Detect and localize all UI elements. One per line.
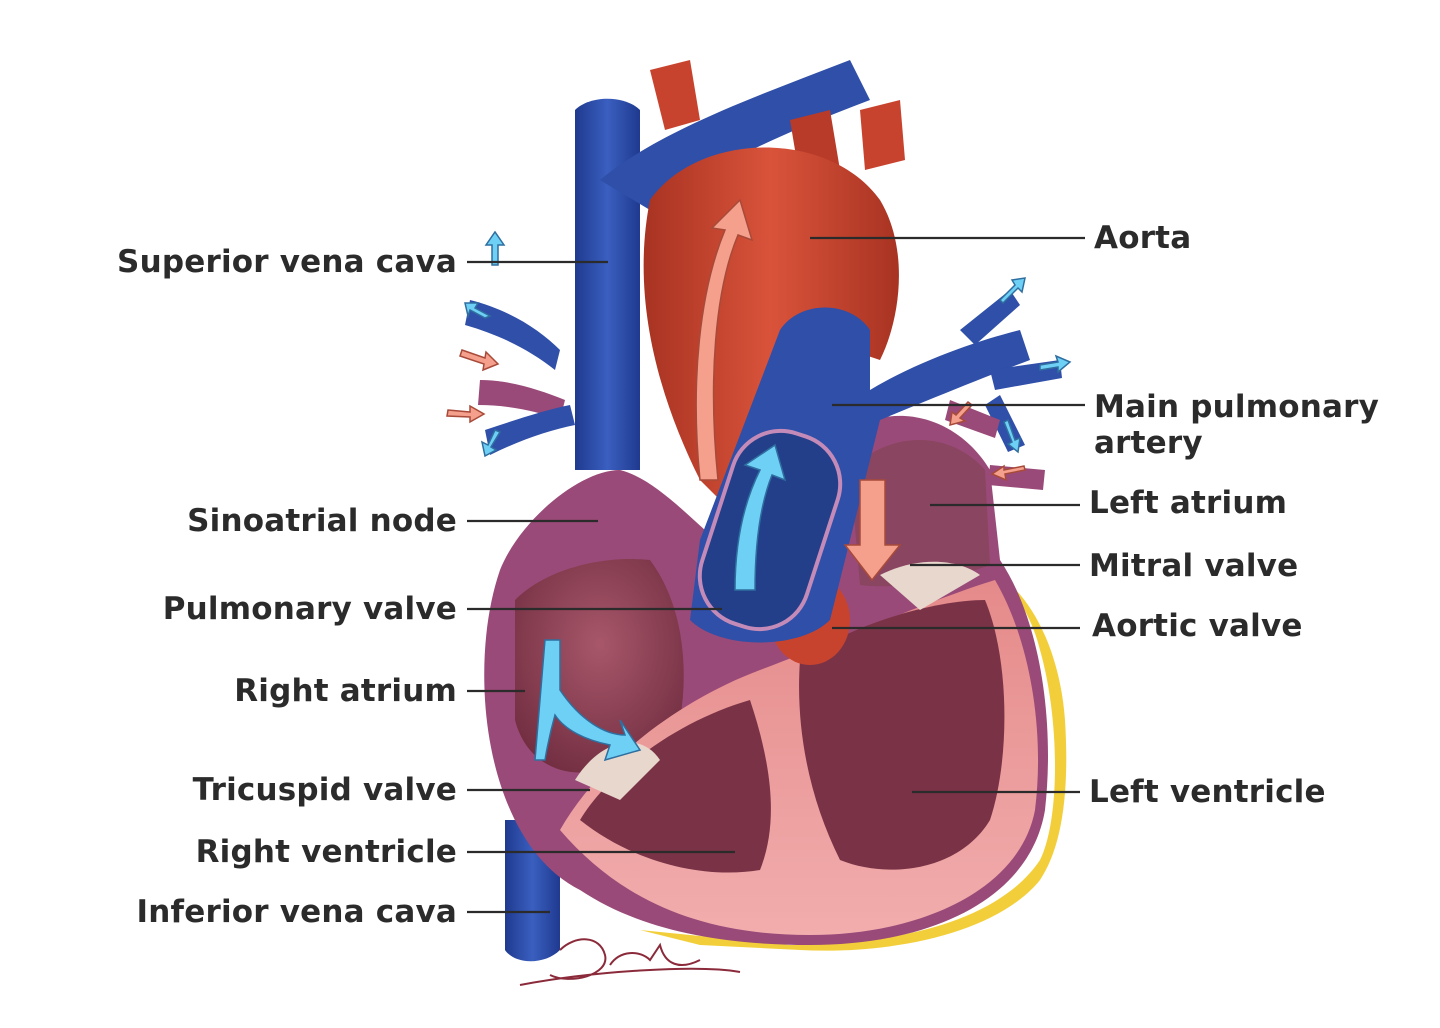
label-main-pulmonary-artery-line2: artery xyxy=(1094,425,1203,461)
left-atrium-flow-arrow xyxy=(843,479,902,582)
label-pulmonary-valve: Pulmonary valve xyxy=(162,591,457,627)
right-ventricle-cavity xyxy=(580,700,771,873)
aortic-branch-1 xyxy=(650,60,700,130)
label-aortic-valve: Aortic valve xyxy=(1092,608,1303,644)
label-left-ventricle: Left ventricle xyxy=(1089,774,1326,810)
label-left-atrium: Left atrium xyxy=(1089,485,1288,521)
right-atrium-flow-arrow xyxy=(534,639,642,762)
upper-right-flow-arrow xyxy=(998,277,1026,305)
leader-lines xyxy=(467,236,1085,914)
label-sinoatrial-node: Sinoatrial node xyxy=(187,503,457,539)
label-mitral-valve: Mitral valve xyxy=(1089,548,1299,584)
label-superior-vena-cava: Superior vena cava xyxy=(117,244,457,280)
brachiocephalic-vein xyxy=(600,60,870,210)
right-pulmonary-vessels xyxy=(465,300,575,455)
superior-vena-cava-shape xyxy=(575,98,640,470)
blue-flow-arrows xyxy=(464,230,1072,762)
label-right-ventricle: Right ventricle xyxy=(195,834,457,870)
pulmonary-flow-arrow xyxy=(734,443,787,591)
artist-signature xyxy=(519,938,741,986)
tricuspid-valve-shape xyxy=(575,742,660,800)
label-right-atrium: Right atrium xyxy=(234,673,457,709)
mitral-valve-shape xyxy=(880,561,980,610)
label-inferior-vena-cava: Inferior vena cava xyxy=(136,894,457,930)
label-aorta: Aorta xyxy=(1094,220,1192,256)
pink-flow-arrows xyxy=(446,198,1026,582)
label-main-pulmonary-artery-line1: Main pulmonary xyxy=(1094,389,1380,425)
label-tricuspid-valve: Tricuspid valve xyxy=(192,772,457,808)
left-ventricle-cavity xyxy=(799,600,1005,870)
aorta-flow-arrow xyxy=(695,198,754,481)
aortic-branch-3 xyxy=(860,100,905,170)
